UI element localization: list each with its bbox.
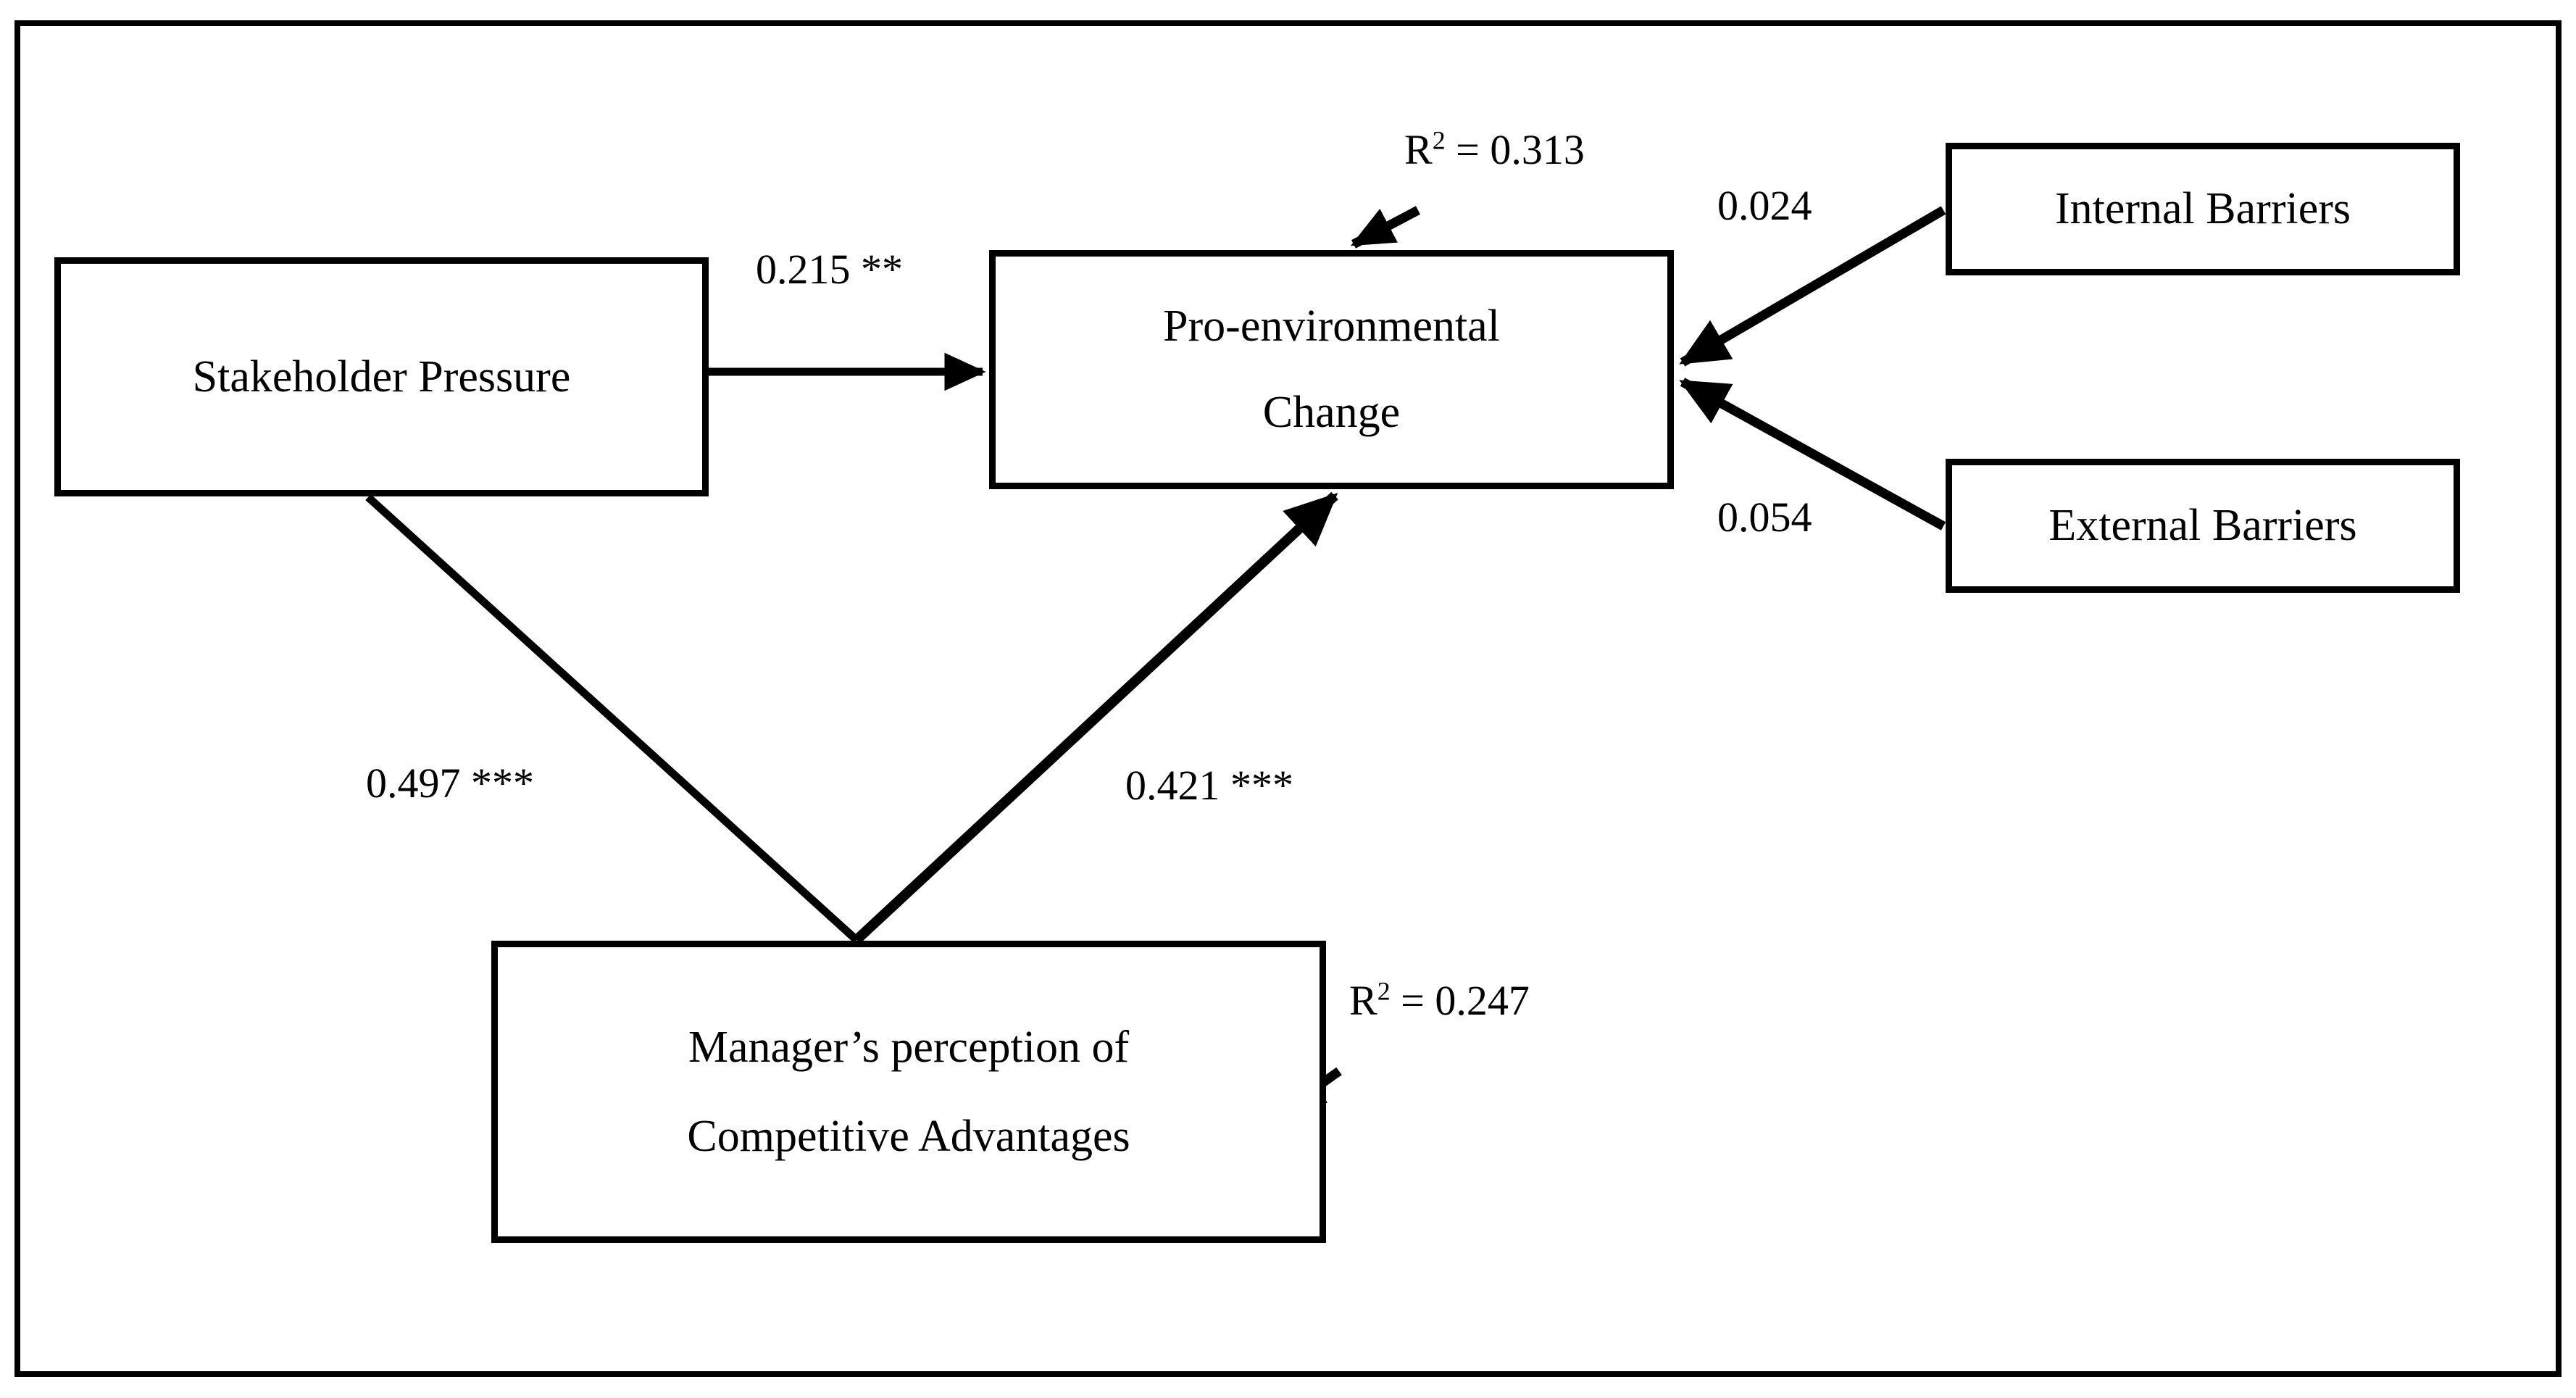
node-stakeholder-pressure-label: Stakeholder Pressure bbox=[192, 351, 571, 401]
node-managers-perception-label-line1: Manager’s perception of bbox=[688, 1022, 1130, 1072]
r-squared-value-manager: = 0.247 bbox=[1401, 977, 1530, 1024]
r-squared-value-change: = 0.313 bbox=[1456, 126, 1585, 173]
node-pro-environmental-change: Pro-environmental Change bbox=[989, 250, 1674, 489]
node-external-barriers-label: External Barriers bbox=[2048, 501, 2357, 550]
edge-label-internal-barriers-to-change: 0.024 bbox=[1717, 182, 1812, 229]
node-internal-barriers: Internal Barriers bbox=[1946, 143, 2460, 275]
edge-label-stakeholder-to-change: 0.215 ** bbox=[756, 246, 903, 293]
r-squared-symbol-manager: R bbox=[1349, 977, 1377, 1024]
r-squared-exponent-manager: 2 bbox=[1377, 976, 1391, 1006]
node-pro-environmental-change-label-line2: Change bbox=[1262, 388, 1401, 437]
r-squared-label-managers-perception: R2 = 0.247 bbox=[1349, 976, 1530, 1024]
node-external-barriers: External Barriers bbox=[1946, 459, 2460, 593]
node-managers-perception-label-line2: Competitive Advantages bbox=[687, 1111, 1130, 1161]
node-pro-environmental-change-label-line1: Pro-environmental bbox=[1163, 301, 1500, 351]
r-squared-symbol-change: R bbox=[1404, 126, 1433, 173]
r-squared-exponent-change: 2 bbox=[1432, 125, 1446, 155]
node-stakeholder-pressure: Stakeholder Pressure bbox=[54, 257, 709, 496]
r-squared-label-pro-environmental-change: R2 = 0.313 bbox=[1404, 125, 1585, 173]
node-managers-perception: Manager’s perception of Competitive Adva… bbox=[491, 941, 1326, 1243]
edge-label-external-barriers-to-change: 0.054 bbox=[1717, 494, 1812, 541]
edge-label-manager-to-change: 0.421 *** bbox=[1125, 762, 1293, 809]
edge-label-stakeholder-to-manager: 0.497 *** bbox=[366, 760, 534, 807]
node-internal-barriers-label: Internal Barriers bbox=[2055, 184, 2351, 233]
